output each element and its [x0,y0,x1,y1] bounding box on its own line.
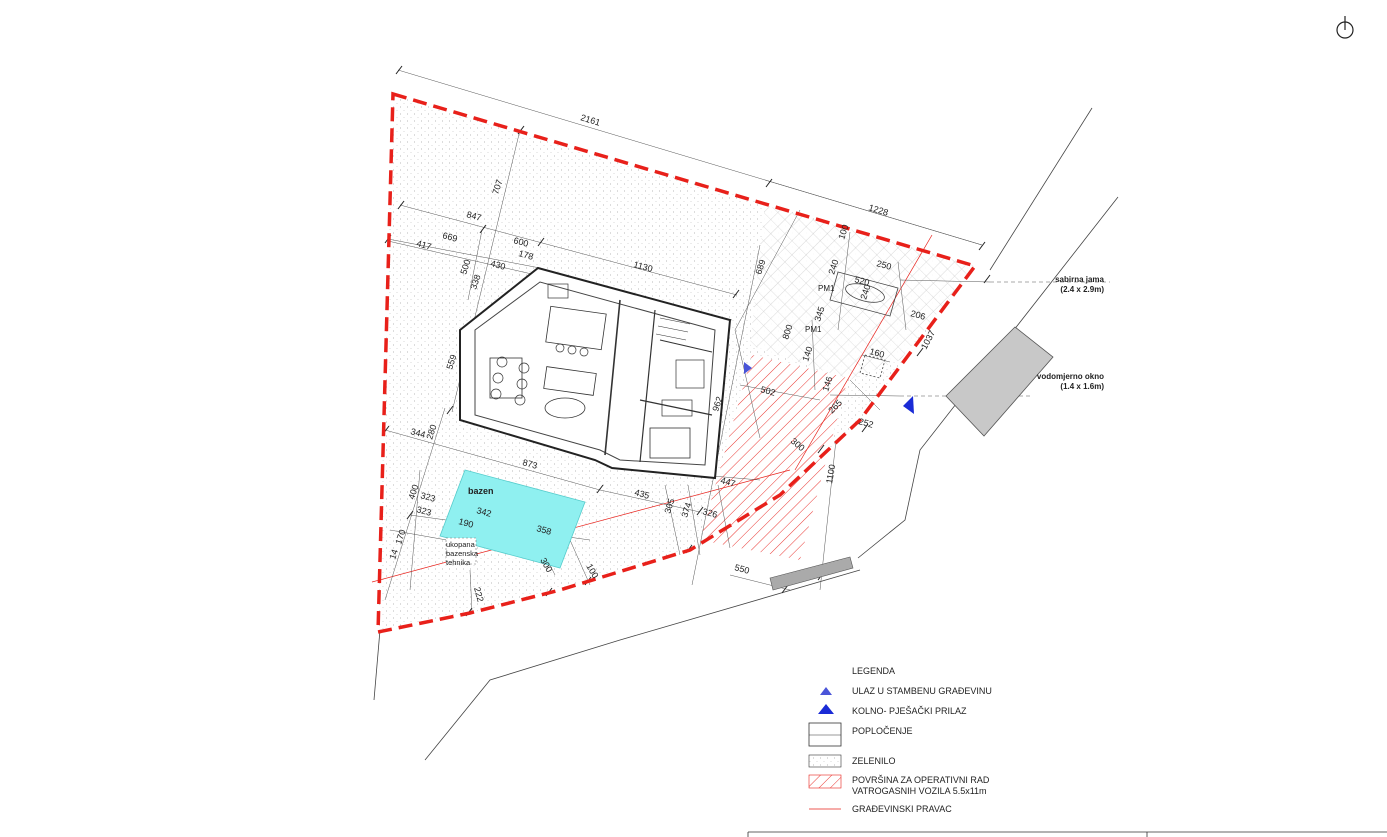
label-pool-tech-2: bazenska [446,549,479,558]
label-pm1-b: PM1 [805,325,822,334]
legend-item-fire-area-2: VATROGASNIH VOZILA 5.5x11m [852,786,987,796]
paving-area [750,205,975,380]
dim-342: 342 [475,505,492,519]
label-meter-size: (1.4 x 1.6m) [1060,382,1104,391]
dim-323-b: 323 [415,504,432,518]
legend: LEGENDA ULAZ U STAMBENU GRAĐEVINU KOLNO-… [808,666,992,814]
legend-item-access: KOLNO- PJEŠAČKI PRILAZ [852,706,967,716]
house-entrance-marker [744,362,752,374]
blue-triangle-icon [818,704,834,714]
plan-labels: PM1 PM1 bazen ukopana bazenska tehnika s… [446,275,1105,567]
dim-222: 222 [472,586,486,603]
dim-435: 435 [633,487,650,501]
dim-400: 400 [406,483,420,500]
legend-item-paving: POPLOČENJE [852,726,913,736]
dim-338: 338 [468,273,482,290]
dim-190: 190 [457,516,474,530]
dim-502: 502 [759,384,776,398]
dim-873: 873 [521,457,538,471]
dim-358: 358 [535,523,552,537]
dim-344: 344 [409,426,426,440]
red-hatch-box-icon [808,774,842,789]
north-arrow [1336,16,1354,39]
legend-item-entrance: ULAZ U STAMBENU GRAĐEVINU [852,686,992,696]
dim-100-b: 100 [836,223,850,240]
title-block-edge [747,831,1387,837]
building-line [371,234,933,583]
dim-847: 847 [465,209,482,223]
road-lines [373,107,1119,761]
dim-430: 430 [489,258,506,272]
label-pool-tech-3: tehnika [446,558,471,567]
label-meter-title: vodomjerno okno [1037,372,1104,381]
pool [439,469,586,569]
dim-1130: 1130 [632,259,653,274]
legend-item-greenery: ZELENILO [852,756,896,766]
dim-447: 447 [719,475,736,489]
dim-1228: 1228 [867,202,889,217]
dim-280: 280 [424,423,438,440]
legend-item-building-line: GRAĐEVINSKI PRAVAC [852,804,952,814]
dim-520: 520 [853,274,870,288]
dim-345: 345 [812,305,826,322]
neighbour-building [945,326,1054,437]
dim-707: 707 [490,178,504,195]
dim-206: 206 [909,308,926,322]
dim-500: 500 [458,258,472,275]
dim-962: 962 [710,395,724,412]
dim-417: 417 [415,238,432,252]
house [459,266,732,480]
dim-600: 600 [512,235,529,249]
dim-326: 326 [701,506,718,520]
pool-equipment [445,537,477,565]
dim-240-a: 240 [826,258,840,275]
dim-178: 178 [517,248,534,262]
dim-559: 559 [444,353,458,370]
dim-240-b: 240 [858,283,872,300]
paving-box-icon [808,722,842,747]
label-bazen: bazen [468,486,494,496]
septic-tank [829,271,899,379]
dim-323-a: 323 [419,490,436,504]
dim-140: 140 [800,345,814,362]
small-blue-triangle-icon [820,687,832,695]
label-pm1-a: PM1 [818,284,835,293]
dim-689: 689 [753,258,767,275]
dim-250: 250 [875,258,892,272]
label-septic-title: sabirna jama [1055,275,1104,284]
dim-550: 550 [733,562,750,576]
dim-170: 170 [393,528,407,545]
label-septic-size: (2.4 x 2.9m) [1060,285,1104,294]
dim-146: 146 [820,375,834,392]
dim-374: 374 [679,501,693,518]
property-boundary [376,91,978,635]
fire-vehicle-area [700,355,848,560]
dim-1100: 1100 [824,464,837,485]
dim-305: 305 [662,497,676,514]
dim-800: 800 [780,323,794,340]
label-pool-tech-1: ukopana [446,540,476,549]
neighbour-strip [769,556,854,591]
dim-160: 160 [868,346,885,360]
greenery-box-icon [808,754,842,768]
dim-669: 669 [441,230,458,244]
dim-252: 252 [857,416,874,430]
dim-14: 14 [387,548,400,561]
legend-item-fire-area-1: POVRŠINA ZA OPERATIVNI RAD [852,775,990,785]
legend-title: LEGENDA [852,666,895,676]
vehicle-access-marker [903,396,914,414]
